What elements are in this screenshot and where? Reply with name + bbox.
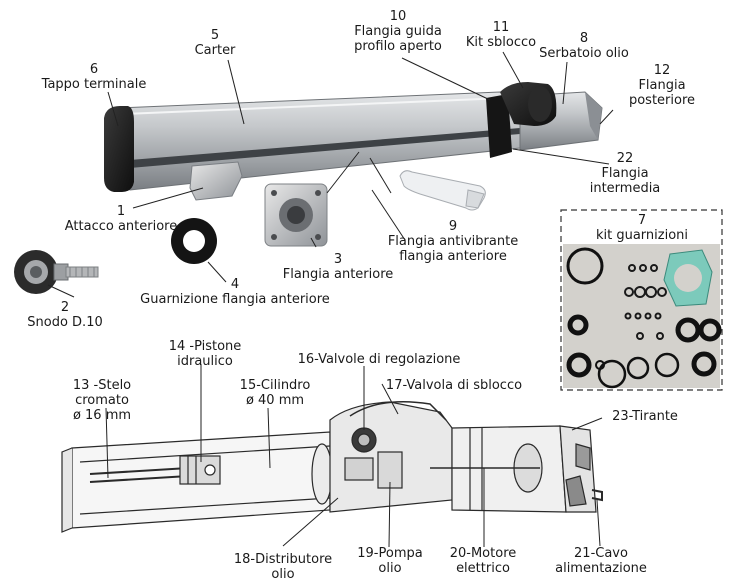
label-valvole-regolazione: 16-Valvole di regolazione [297, 352, 461, 367]
gasket-kit [560, 209, 723, 391]
label-cilindro: 15-Cilindro ø 40 mm [239, 378, 311, 408]
cutaway-drawing [61, 400, 603, 533]
intermediate-flange [486, 94, 512, 158]
end-cap [104, 106, 134, 192]
label-stelo-cromato: 13 -Stelo cromato ø 16 mm [72, 378, 132, 423]
leader-lines [47, 51, 614, 548]
housing-carter [111, 91, 521, 191]
label-guarnizione-flangia-anteriore: 4 Guarnizione flangia anteriore [140, 277, 330, 307]
label-cavo-alimentazione: 21-Cavo alimentazione [555, 546, 647, 576]
label-serbatoio-olio: 8 Serbatoio olio [539, 31, 629, 61]
label-pompa-olio: 19-Pompa olio [357, 546, 423, 576]
front-attachment [189, 161, 243, 201]
label-motore-elettrico: 20-Motore elettrico [449, 546, 517, 576]
label-flangia-intermedia: 22 Flangia intermedia [589, 151, 661, 196]
label-distributore-olio: 18-Distributore olio [233, 552, 333, 582]
label-pistone: 14 -Pistone idraulico [168, 339, 242, 369]
label-flangia-guida: 10 Flangia guida profilo aperto [354, 9, 442, 54]
label-attacco-anteriore: 1 Attacco anteriore [64, 204, 178, 234]
label-kit-guarnizioni: 7 kit guarnizioni [595, 213, 689, 243]
label-tirante: 23-Tirante [612, 409, 678, 424]
label-tappo-terminale: 6 Tappo terminale [41, 62, 147, 92]
label-flangia-antivibrante: 9 Flangia antivibrante flangia anteriore [387, 219, 519, 264]
label-flangia-anteriore: 3 Flangia anteriore [282, 252, 394, 282]
ball-joint [14, 250, 99, 294]
antivibration-flange [399, 170, 486, 211]
label-kit-sblocco: 11 Kit sblocco [465, 20, 537, 50]
front-flange-gasket [171, 218, 217, 264]
label-snodo: 2 Snodo D.10 [27, 300, 103, 330]
unlock-kit [500, 82, 557, 126]
front-flange [264, 183, 328, 247]
label-flangia-posteriore: 12 Flangia posteriore [628, 63, 696, 108]
label-carter: 5 Carter [194, 28, 236, 58]
label-valvola-sblocco: 17-Valvola di sblocco [385, 378, 523, 393]
